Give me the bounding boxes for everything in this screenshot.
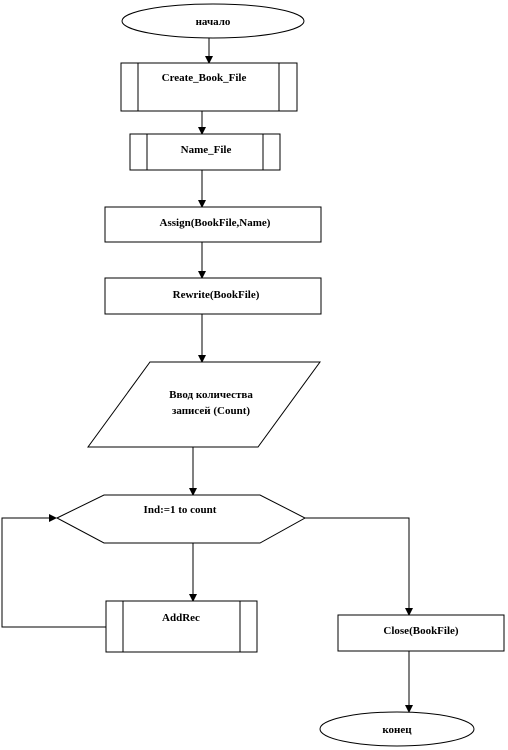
loop-label: Ind:=1 to count [144, 504, 217, 516]
addrec-process: AddRec [105, 600, 258, 653]
rewrite-label: Rewrite(BookFile) [173, 289, 260, 301]
rewrite-process: Rewrite(BookFile) [104, 277, 322, 315]
edge-addrec-loopback [1, 514, 106, 628]
start-label: начало [196, 16, 231, 28]
assign-label: Assign(BookFile,Name) [160, 217, 271, 229]
flow-edges [1, 38, 413, 713]
end-terminator: конец [319, 711, 475, 747]
assign-process: Assign(BookFile,Name) [104, 206, 322, 243]
close-process: Close(BookFile) [337, 614, 505, 652]
input-label-line2: записей (Count) [172, 405, 250, 417]
addrec-label: AddRec [162, 612, 200, 624]
input-label-line1: Ввод количества [169, 389, 253, 401]
create-book-file-label: Create_Book_File [162, 72, 247, 84]
create-book-file-process: Create_Book_File [120, 62, 298, 112]
name-file-process: Name_File [129, 133, 281, 171]
edge-loop-close [305, 517, 413, 616]
start-terminator: начало [121, 3, 305, 39]
input-parallelogram: Ввод количества записей (Count) [87, 361, 321, 448]
loop-hexagon: Ind:=1 to count [55, 494, 307, 544]
end-label: конец [382, 724, 412, 736]
close-label: Close(BookFile) [383, 625, 458, 637]
name-file-label: Name_File [181, 144, 232, 156]
